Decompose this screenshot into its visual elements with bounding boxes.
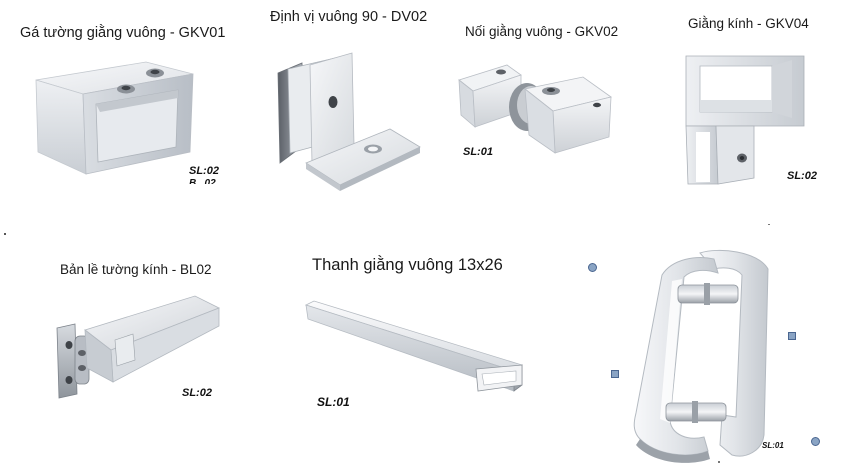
product-title-bl02: Bản lề tường kính - BL02	[60, 262, 212, 277]
product-title-bar: Thanh giằng vuông 13x26	[312, 256, 503, 274]
stray-mark	[4, 233, 6, 235]
product-image-dv02	[277, 52, 421, 191]
stray-mark	[768, 224, 770, 225]
selection-handle-top-left[interactable]	[588, 263, 597, 272]
product-image-handle[interactable]	[618, 245, 783, 465]
qty-gkv02: SL:01	[463, 146, 493, 158]
product-image-gkv02	[458, 64, 612, 154]
selection-handle-right[interactable]	[788, 332, 796, 340]
product-image-bl02	[56, 295, 220, 399]
qty-bl02: SL:02	[182, 387, 212, 399]
product-image-gkv04	[685, 55, 805, 185]
product-title-gkv01: Gá tường giằng vuông - GKV01	[20, 25, 226, 41]
qty-gkv01: SL:02	[189, 165, 219, 177]
product-image-gkv01	[35, 61, 194, 175]
qty-bar: SL:01	[317, 395, 350, 409]
product-image-bar	[304, 300, 523, 392]
qty-gkv04: SL:02	[787, 170, 817, 182]
product-title-gkv02: Nối giằng vuông - GKV02	[465, 24, 619, 39]
product-title-dv02: Định vị vuông 90 - DV02	[270, 9, 428, 25]
qty-handle: SL:01	[762, 441, 784, 450]
qty-gkv01-extra: B...02	[189, 178, 216, 184]
selection-handle-left[interactable]	[611, 370, 619, 378]
product-title-gkv04: Giằng kính - GKV04	[688, 16, 809, 31]
stray-mark	[718, 461, 720, 463]
selection-handle-bottom-right[interactable]	[811, 437, 820, 446]
